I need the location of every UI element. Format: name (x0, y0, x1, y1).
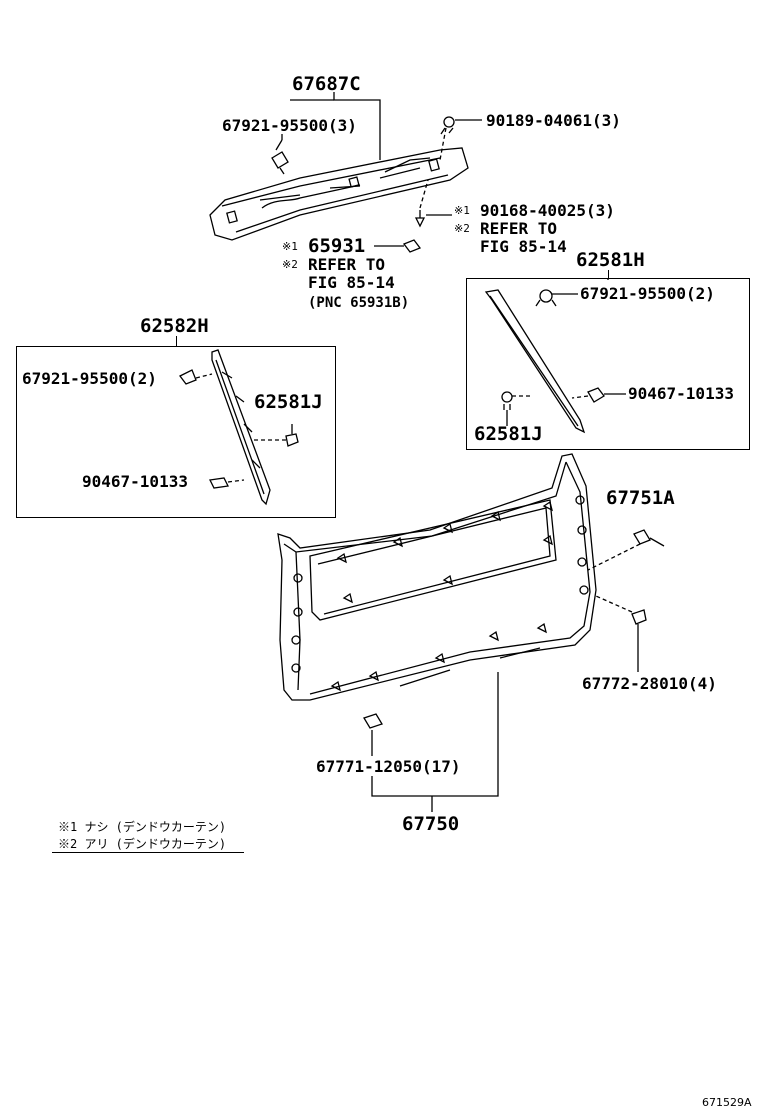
label-90467-right: 90467-10133 (628, 384, 734, 403)
fig-ref-a: FIG 85-14 (480, 237, 567, 256)
upper-back-door-garnish (209, 147, 469, 241)
fastener-67751A (633, 529, 665, 547)
label-65931: 65931 (308, 235, 366, 257)
legend-note-2: ※2 アリ (デンドウカーテン) (58, 837, 227, 851)
label-90168: 90168-40025(3) (480, 201, 615, 220)
clip-67771 (363, 713, 383, 729)
legend-divider (52, 852, 244, 853)
label-67921-right: 67921-95500(2) (580, 284, 715, 303)
detail-box-62581H (466, 278, 750, 450)
mark2-a: ※2 (454, 222, 470, 235)
mark1-b: ※1 (282, 240, 298, 253)
label-62581H: 62581H (576, 249, 645, 271)
refer-to-b: REFER TO (308, 255, 386, 274)
label-67921-left: 67921-95500(2) (22, 369, 157, 388)
detail-box-62582H (16, 346, 336, 518)
clip-62581J-left (285, 433, 299, 447)
clip-65931 (402, 239, 422, 253)
legend-note-1: ※1 ナシ (デンドウカーテン) (58, 820, 227, 834)
back-door-trim-board (277, 453, 597, 701)
label-90189: 90189-04061(3) (486, 111, 621, 130)
nut-90189 (440, 116, 455, 135)
refer-to-a: REFER TO (480, 219, 558, 238)
leader-62581H (608, 270, 609, 278)
mark1-a: ※1 (454, 204, 470, 217)
pnc-ref: (PNC 65931B) (308, 295, 410, 311)
label-90467-left: 90467-10133 (82, 472, 188, 491)
label-67772: 67772-28010(4) (582, 674, 717, 693)
clip-67772 (631, 609, 647, 650)
clip-67921-top (271, 139, 289, 175)
leader-67687C (333, 92, 381, 160)
clip-67921-right (535, 289, 557, 307)
pillar-trim-62582H (211, 349, 271, 506)
figure-id: 671529A (702, 1096, 752, 1109)
label-62581J-right: 62581J (474, 423, 543, 445)
clip-67921-left (179, 369, 197, 385)
fig-ref-b: FIG 85-14 (308, 273, 395, 292)
label-62582H: 62582H (140, 315, 209, 337)
mark2-b: ※2 (282, 258, 298, 271)
screw-90168 (414, 210, 426, 228)
label-67687C: 67687C (292, 73, 361, 95)
leader-62582H (176, 336, 177, 346)
screw-90467-left (209, 477, 229, 489)
label-67771: 67771-12050(17) (316, 757, 461, 776)
pillar-trim-62581H (484, 289, 586, 434)
label-67921-top: 67921-95500(3) (222, 116, 357, 135)
screw-90467-right (587, 387, 605, 403)
label-62581J-left: 62581J (254, 391, 323, 413)
clip-62581J-right (501, 391, 513, 410)
label-67751A: 67751A (606, 487, 675, 509)
label-67750: 67750 (402, 813, 460, 835)
